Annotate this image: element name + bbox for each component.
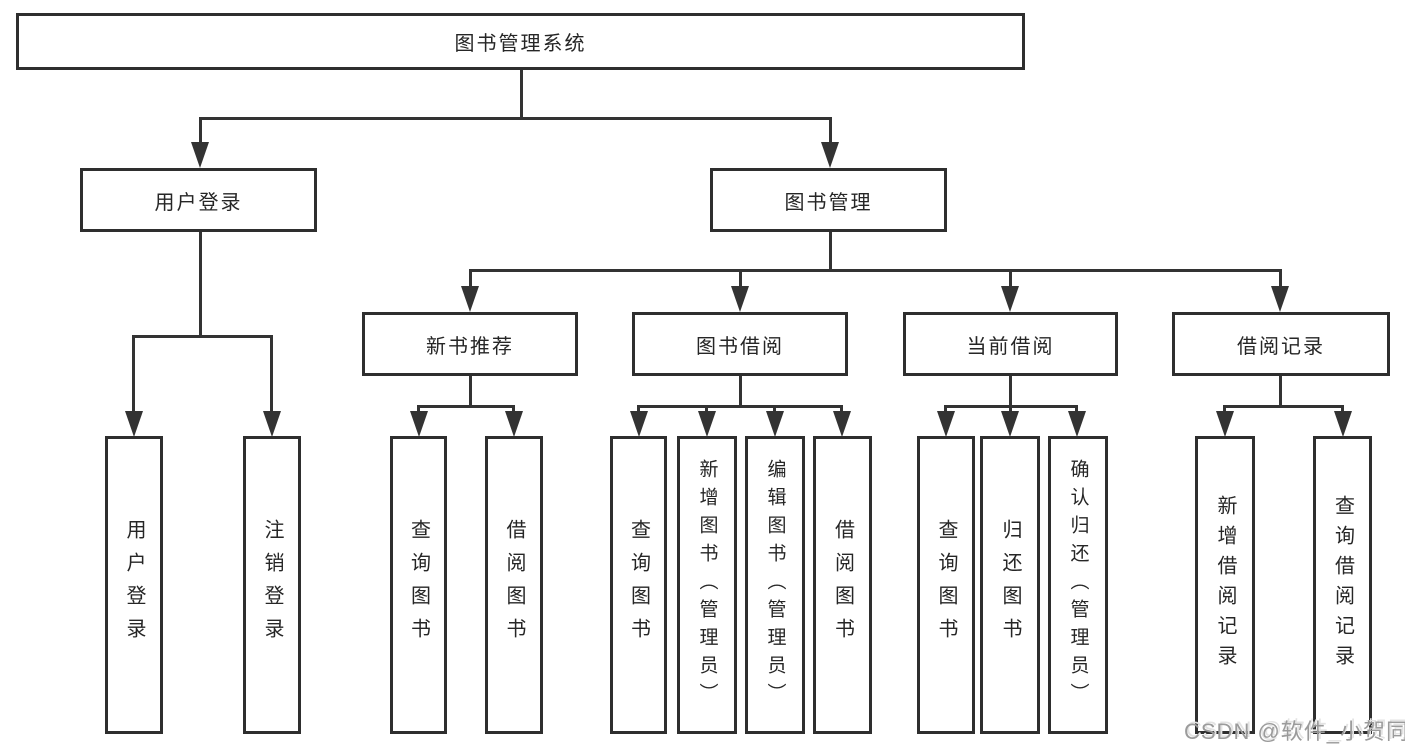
connector-stem bbox=[773, 405, 776, 414]
arrow-down-icon bbox=[937, 411, 955, 437]
arrow-down-icon bbox=[821, 142, 839, 168]
node-library-management-system: 图书管理系统 bbox=[16, 13, 1025, 70]
connector-stem bbox=[1341, 405, 1344, 414]
connector-stem bbox=[705, 405, 708, 414]
arrow-down-icon bbox=[1216, 411, 1234, 437]
connector-stem bbox=[417, 405, 420, 414]
connector-stem bbox=[1009, 376, 1012, 407]
node-book-management: 图书管理 bbox=[710, 168, 947, 232]
arrow-down-icon bbox=[1271, 286, 1289, 312]
leaf-borrow-books: 借阅图书 bbox=[813, 436, 872, 734]
connector-level3-splitter bbox=[469, 269, 1282, 272]
connector-user-login-splitter bbox=[132, 335, 273, 338]
connector-level2-splitter bbox=[199, 117, 832, 120]
arrow-down-icon bbox=[1334, 411, 1352, 437]
connector-stem bbox=[1075, 405, 1078, 414]
leaf-add-books-admin: 新增图书（管理员） bbox=[677, 436, 737, 734]
connector-stem bbox=[739, 376, 742, 407]
connector-stem bbox=[944, 405, 947, 414]
arrow-down-icon bbox=[263, 411, 281, 437]
node-current-borrowing: 当前借阅 bbox=[903, 312, 1118, 376]
connector-stem bbox=[270, 335, 273, 414]
leaf-confirm-return-admin: 确认归还（管理员） bbox=[1048, 436, 1108, 734]
node-book-borrowing: 图书借阅 bbox=[632, 312, 848, 376]
connector-stem bbox=[1009, 405, 1012, 414]
connector-splitter bbox=[417, 405, 515, 408]
arrow-down-icon bbox=[191, 142, 209, 168]
connector-stem bbox=[829, 117, 832, 145]
connector-stem bbox=[132, 335, 135, 414]
arrow-down-icon bbox=[125, 411, 143, 437]
connector-stem bbox=[469, 376, 472, 407]
leaf-query-borrow-record: 查询借阅记录 bbox=[1313, 436, 1372, 734]
leaf-return-books: 归还图书 bbox=[980, 436, 1040, 734]
connector-stem bbox=[469, 269, 472, 291]
node-user-login: 用户登录 bbox=[80, 168, 317, 232]
arrow-down-icon bbox=[731, 286, 749, 312]
arrow-down-icon bbox=[766, 411, 784, 437]
leaf-query-books-recommend: 查询图书 bbox=[390, 436, 447, 734]
arrow-down-icon bbox=[630, 411, 648, 437]
connector-stem bbox=[1009, 269, 1012, 291]
arrow-down-icon bbox=[505, 411, 523, 437]
connector-stem bbox=[1223, 405, 1226, 414]
arrow-down-icon bbox=[410, 411, 428, 437]
leaf-borrow-books-recommend: 借阅图书 bbox=[485, 436, 543, 734]
connector-root-trunk bbox=[520, 70, 523, 118]
arrow-down-icon bbox=[1001, 286, 1019, 312]
leaf-user-login: 用户登录 bbox=[105, 436, 163, 734]
leaf-edit-books-admin: 编辑图书（管理员） bbox=[745, 436, 805, 734]
arrow-down-icon bbox=[833, 411, 851, 437]
connector-splitter bbox=[1223, 405, 1344, 408]
arrow-down-icon bbox=[1001, 411, 1019, 437]
arrow-down-icon bbox=[1068, 411, 1086, 437]
leaf-query-books-borrowing: 查询图书 bbox=[610, 436, 667, 734]
node-new-book-recommend: 新书推荐 bbox=[362, 312, 578, 376]
leaf-add-borrow-record: 新增借阅记录 bbox=[1195, 436, 1255, 734]
connector-stem bbox=[840, 405, 843, 414]
arrow-down-icon bbox=[698, 411, 716, 437]
csdn-watermark: CSDN @软件_小贺同学 bbox=[1184, 719, 1405, 744]
connector-stem bbox=[512, 405, 515, 414]
connector-user-login-trunk bbox=[199, 232, 202, 335]
leaf-logout: 注销登录 bbox=[243, 436, 301, 734]
arrow-down-icon bbox=[461, 286, 479, 312]
connector-stem bbox=[1279, 269, 1282, 291]
connector-splitter bbox=[637, 405, 843, 408]
connector-stem bbox=[739, 269, 742, 291]
connector-book-mgmt-trunk bbox=[829, 232, 832, 272]
connector-stem bbox=[1279, 376, 1282, 407]
node-borrowing-records: 借阅记录 bbox=[1172, 312, 1390, 376]
leaf-query-books-current: 查询图书 bbox=[917, 436, 975, 734]
connector-stem bbox=[637, 405, 640, 414]
connector-stem bbox=[199, 117, 202, 145]
